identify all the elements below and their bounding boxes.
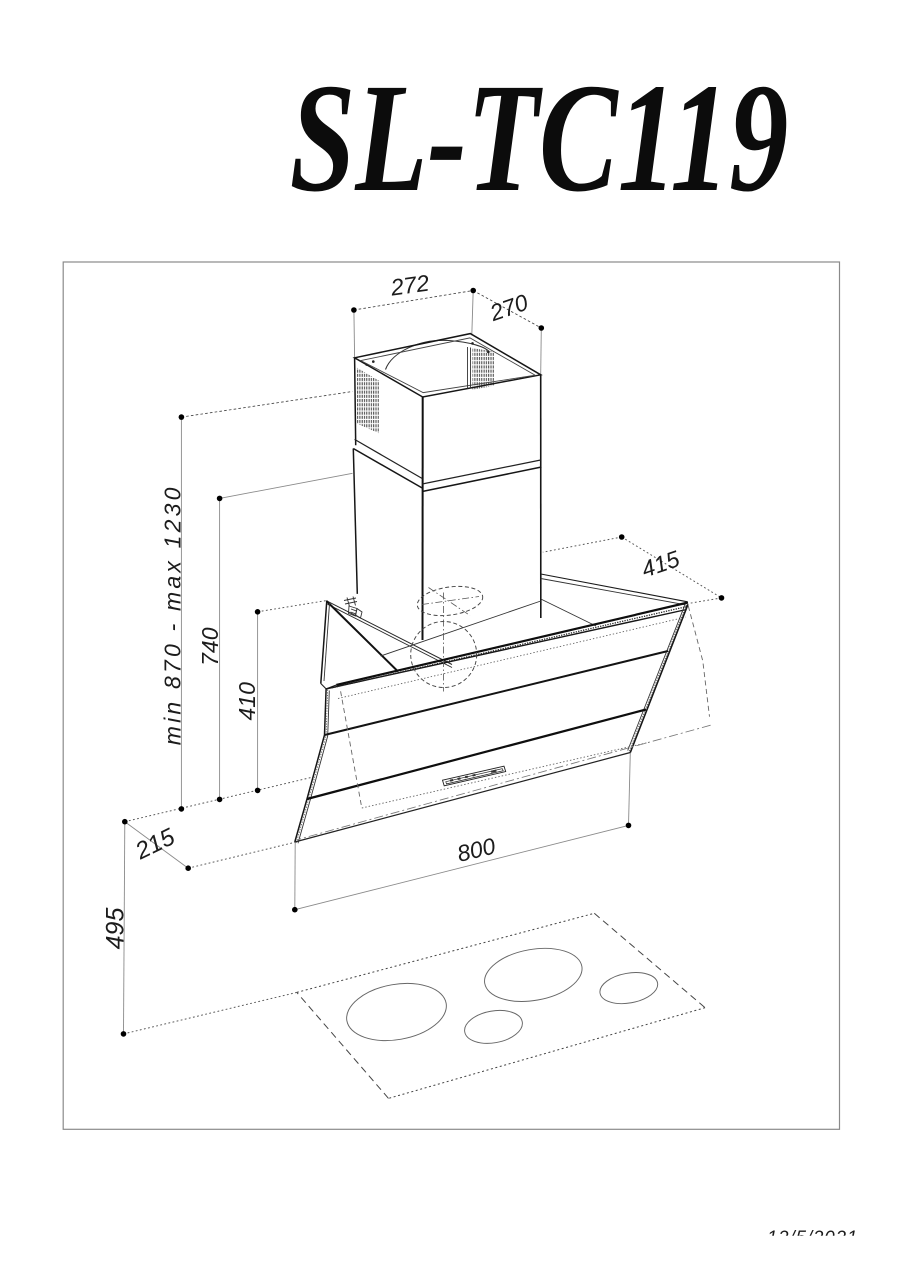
svg-text:740: 740 <box>197 627 223 666</box>
svg-text:215: 215 <box>130 823 179 866</box>
svg-text:495: 495 <box>102 908 130 950</box>
svg-text:800: 800 <box>454 833 498 867</box>
svg-text:SL-TC119: SL-TC119 <box>290 51 789 224</box>
svg-text:410: 410 <box>234 682 260 721</box>
svg-text:min 870 - max 1230: min 870 - max 1230 <box>160 484 186 745</box>
svg-text:12/5/2021: 12/5/2021 <box>767 1227 858 1248</box>
svg-text:270: 270 <box>486 289 532 326</box>
svg-text:272: 272 <box>388 270 431 301</box>
